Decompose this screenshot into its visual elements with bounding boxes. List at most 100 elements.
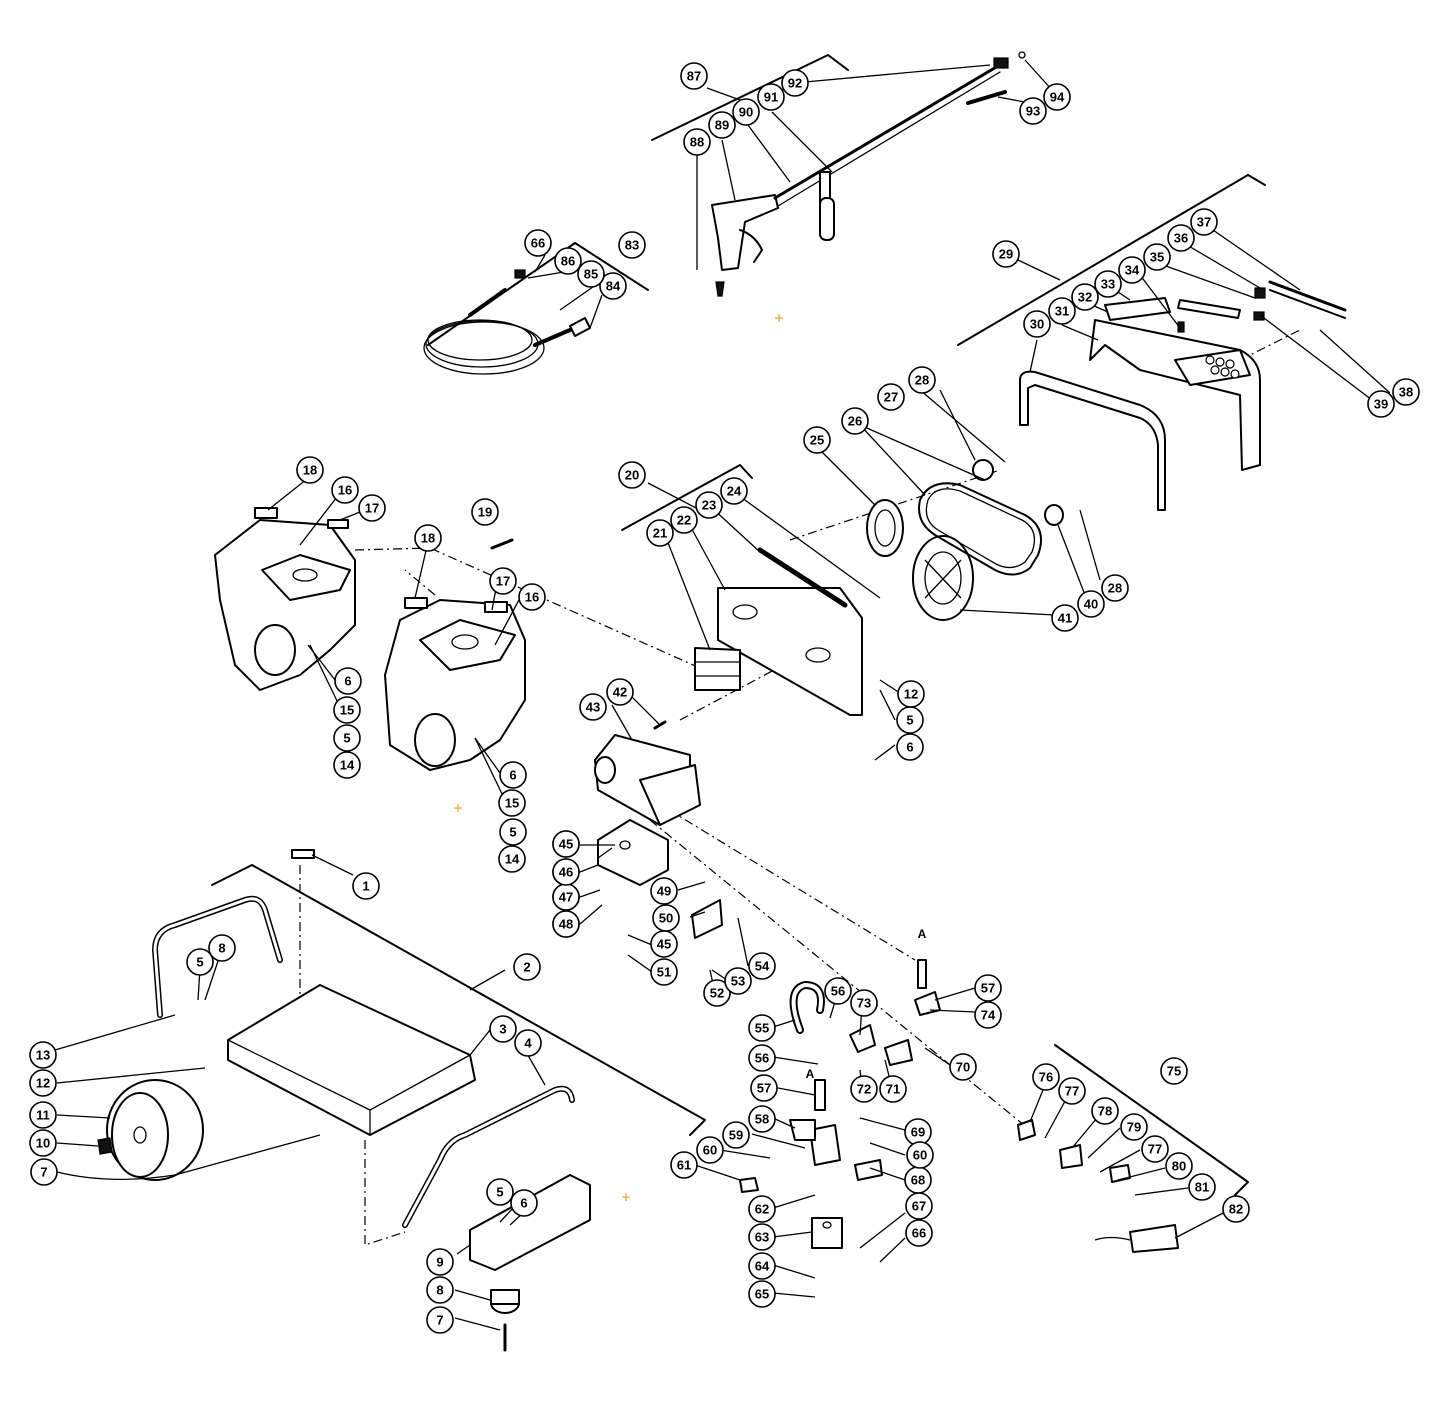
annotation-marker: +	[621, 1190, 630, 1207]
callout-77: 77	[1058, 1077, 1086, 1105]
callout-36: 36	[1167, 224, 1195, 252]
callout-label: 72	[857, 1082, 871, 1097]
callout-11: 11	[29, 1101, 57, 1129]
callout-label: 76	[1039, 1070, 1053, 1085]
callout-label: 61	[677, 1158, 691, 1173]
reference-mark-a-upper: A	[918, 927, 927, 941]
callout-circle	[1141, 1135, 1169, 1163]
callout-label: 16	[525, 590, 539, 605]
callout-circle	[824, 977, 852, 1005]
callout-circle	[333, 696, 361, 724]
callout-6: 6	[896, 733, 924, 761]
callout-6: 6	[510, 1189, 538, 1217]
callout-31: 31	[1048, 297, 1076, 325]
callout-8: 8	[208, 934, 236, 962]
callout-13: 13	[29, 1041, 57, 1069]
callout-circle	[683, 128, 711, 156]
callout-label: 21	[653, 526, 667, 541]
callout-circle	[489, 567, 517, 595]
callout-circle	[489, 1015, 517, 1043]
callout-7: 7	[426, 1306, 454, 1334]
callout-circle	[1188, 1173, 1216, 1201]
callout-label: 80	[1172, 1159, 1186, 1174]
callout-label: 82	[1229, 1202, 1243, 1217]
callout-16: 16	[518, 583, 546, 611]
callout-circle	[296, 456, 324, 484]
callout-circle	[1077, 590, 1105, 618]
callout-label: 70	[956, 1060, 970, 1075]
callout-57: 57	[974, 974, 1002, 1002]
callout-circle	[498, 789, 526, 817]
callout-20: 20	[618, 461, 646, 489]
callout-label: 28	[915, 373, 929, 388]
callout-label: 65	[755, 1287, 769, 1302]
callout-90: 90	[732, 98, 760, 126]
callout-label: 40	[1084, 597, 1098, 612]
callout-57: 57	[750, 1074, 778, 1102]
callout-25: 25	[803, 426, 831, 454]
callout-label: 36	[1174, 231, 1188, 246]
callout-circle	[695, 491, 723, 519]
callout-15: 15	[498, 789, 526, 817]
callout-label: 27	[884, 390, 898, 405]
callout-53: 53	[724, 967, 752, 995]
callout-circle	[1120, 1113, 1148, 1141]
callout-label: 54	[755, 959, 770, 974]
callout-label: 42	[613, 685, 627, 700]
callout-label: 5	[906, 713, 913, 728]
callout-label: 81	[1195, 1180, 1209, 1195]
callout-circle	[803, 426, 831, 454]
callout-circle	[1019, 97, 1047, 125]
callout-label: 51	[657, 965, 671, 980]
callout-5: 5	[186, 948, 214, 976]
callout-label: 48	[559, 917, 573, 932]
callout-label: 20	[625, 468, 639, 483]
callout-label: 91	[764, 90, 778, 105]
callout-59: 59	[722, 1121, 750, 1149]
spray-gun-wand	[711, 51, 1026, 297]
callout-12: 12	[29, 1069, 57, 1097]
leader-lines	[54, 59, 1391, 1331]
callout-circle	[29, 1041, 57, 1069]
callout-39: 39	[1367, 390, 1395, 418]
callout-77: 77	[1141, 1135, 1169, 1163]
engine-right	[384, 538, 526, 771]
callout-label: 66	[531, 236, 545, 251]
callout-40: 40	[1077, 590, 1105, 618]
callout-label: 78	[1098, 1104, 1112, 1119]
callout-circle	[879, 1075, 907, 1103]
callout-label: 8	[436, 1283, 443, 1298]
callout-circle	[1143, 243, 1171, 271]
callout-circle	[896, 733, 924, 761]
callout-circle	[554, 247, 582, 275]
callout-label: 43	[586, 700, 600, 715]
callout-label: 12	[36, 1076, 50, 1091]
callout-7: 7	[30, 1158, 58, 1186]
callout-circle	[696, 1136, 724, 1164]
assembly-lines	[299, 329, 1301, 1246]
callout-circle	[748, 1223, 776, 1251]
callout-label: 56	[831, 984, 845, 999]
callout-circle	[498, 845, 526, 873]
callout-circle	[29, 1101, 57, 1129]
callout-circle	[30, 1158, 58, 1186]
callout-76: 76	[1032, 1063, 1060, 1091]
callout-94: 94	[1043, 83, 1071, 111]
callout-22: 22	[670, 506, 698, 534]
callout-circle	[748, 1252, 776, 1280]
callout-49: 49	[650, 877, 678, 905]
callout-58: 58	[748, 1105, 776, 1133]
callout-circle	[708, 111, 736, 139]
callout-circle	[510, 1189, 538, 1217]
callout-35: 35	[1143, 243, 1171, 271]
callout-circle	[358, 494, 386, 522]
callout-circle	[1023, 310, 1051, 338]
callout-circle	[1051, 604, 1079, 632]
callout-label: 15	[505, 796, 519, 811]
callout-66: 66	[905, 1219, 933, 1247]
callout-circle	[1222, 1195, 1250, 1223]
callout-label: 86	[561, 254, 575, 269]
callout-45: 45	[552, 830, 580, 858]
part-callouts: 1234567891011121314151617181920212223242…	[29, 62, 1420, 1334]
callout-circle	[471, 498, 499, 526]
